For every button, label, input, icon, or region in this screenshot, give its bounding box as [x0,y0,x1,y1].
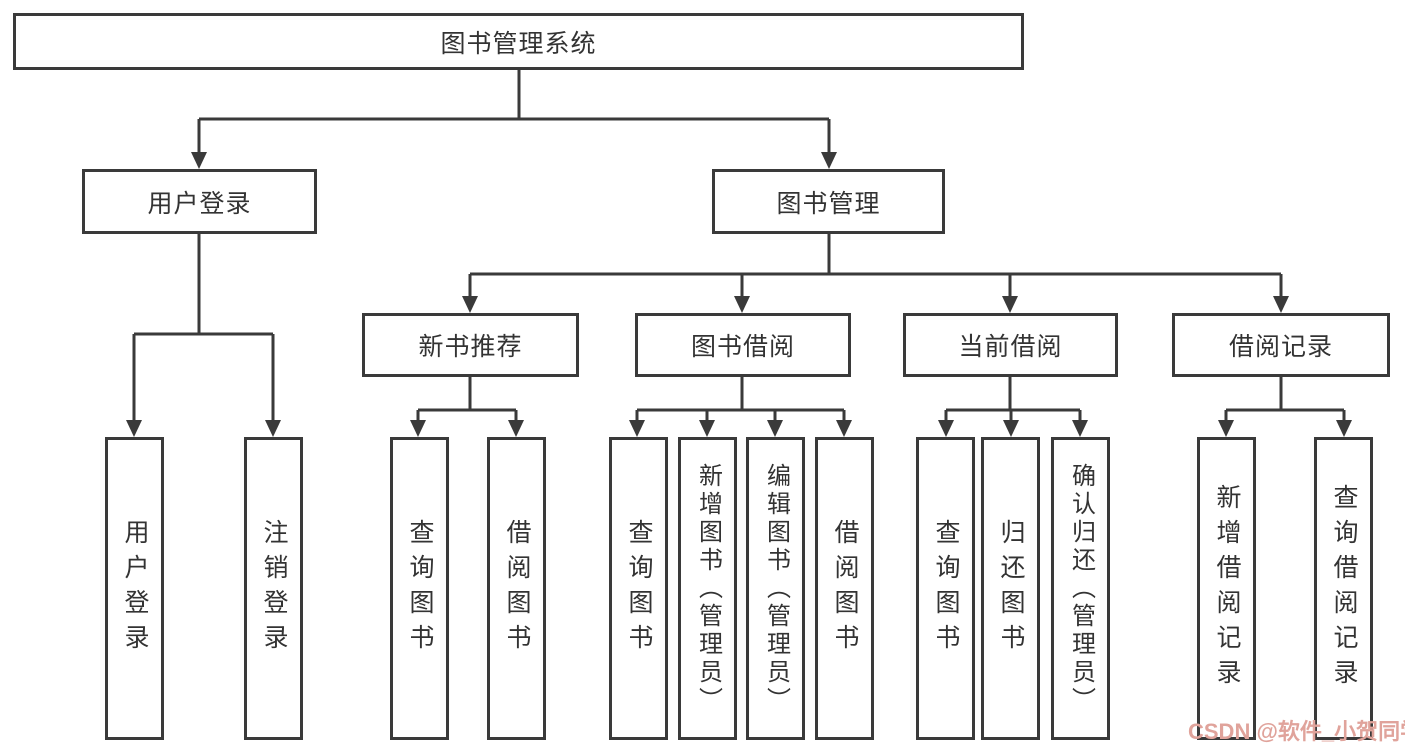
leaf-nb-query-books: 查询图书 [390,437,449,740]
node-library-management-system: 图书管理系统 [13,13,1024,70]
leaf-label: 编辑图书（管理员） [762,462,790,715]
leaf-logout: 注销登录 [244,437,303,740]
leaf-label: 注销登录 [260,518,288,659]
leaf-label: 确认归还（管理员） [1067,462,1095,715]
node-book-management: 图书管理 [712,169,945,234]
leaf-user-login: 用户登录 [105,437,164,740]
leaf-nb-borrow-books: 借阅图书 [487,437,546,740]
node-user-login: 用户登录 [82,169,317,234]
leaf-label: 新增图书（管理员） [694,462,722,715]
leaf-cb-return-books: 归还图书 [981,437,1040,740]
leaf-label: 查询借阅记录 [1330,483,1358,694]
leaf-label: 借阅图书 [831,518,859,659]
leaf-bb-edit-book-admin: 编辑图书（管理员） [746,437,805,740]
leaf-bb-query-books: 查询图书 [609,437,668,740]
leaf-br-query-record: 查询借阅记录 [1314,437,1373,740]
node-label: 新书推荐 [418,333,523,361]
leaf-br-add-record: 新增借阅记录 [1197,437,1256,740]
node-book-borrowing: 图书借阅 [635,313,851,377]
leaf-label: 查询图书 [625,518,653,659]
leaf-bb-add-book-admin: 新增图书（管理员） [678,437,737,740]
node-label: 图书管理 [776,189,881,218]
node-label: 借阅记录 [1228,333,1333,361]
node-borrowing-records: 借阅记录 [1172,313,1390,377]
node-label: 当前借阅 [958,333,1063,361]
leaf-label: 查询图书 [406,518,434,659]
node-new-book-recommendation: 新书推荐 [362,313,579,377]
node-label: 用户登录 [147,189,252,218]
leaf-label: 归还图书 [997,518,1025,659]
leaf-label: 新增借阅记录 [1213,483,1241,694]
node-current-borrowing: 当前借阅 [903,313,1118,377]
leaf-label: 借阅图书 [503,518,531,659]
leaf-cb-confirm-return-admin: 确认归还（管理员） [1051,437,1110,740]
leaf-label: 用户登录 [121,518,149,659]
node-label: 图书管理系统 [440,29,597,58]
csdn-watermark: CSDN @软件_小贺同学 [1188,719,1405,744]
leaf-label: 查询图书 [932,518,960,659]
leaf-bb-borrow-books: 借阅图书 [815,437,874,740]
node-label: 图书借阅 [690,333,795,361]
leaf-cb-query-books: 查询图书 [916,437,975,740]
